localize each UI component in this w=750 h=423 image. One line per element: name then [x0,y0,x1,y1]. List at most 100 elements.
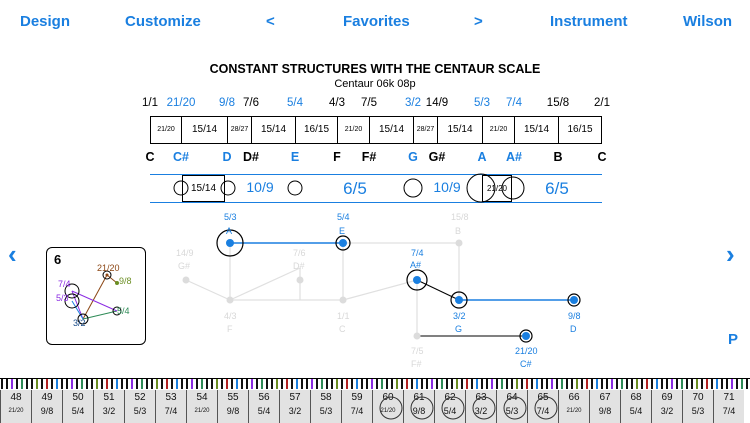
node-ratio-label: 4/3 [224,311,237,321]
key-number: 70 [692,392,704,403]
step-interval-box: 28/27 [227,116,251,144]
key-ratio: 9/8 [412,406,426,416]
note-label: C [597,150,607,164]
chevron-right-icon[interactable]: › [726,239,735,269]
key-ratio: 9/8 [598,406,612,416]
ratio-label: 5/3 [474,97,490,109]
graph-node-a [226,239,234,247]
step-interval-box: 15/14 [437,116,482,144]
note-label: F [333,150,341,164]
key-ratio: 3/2 [474,406,488,416]
step-interval-box: 21/20 [150,116,181,144]
favorites-button[interactable]: Favorites [343,13,410,30]
note-label: C# [173,150,189,164]
key-cell[interactable]: 60 21/20 [372,390,403,423]
prev-favorite-button[interactable]: < [266,13,275,30]
key-ratio: 3/2 [102,406,116,416]
key-number: 55 [227,392,239,403]
node-ratio-label: 14/9 [176,248,194,258]
note-label: D [222,150,232,164]
key-number: 60 [382,392,394,403]
interval-label: 6/5 [343,179,367,198]
key-number: 71 [723,392,735,403]
key-number: 53 [165,392,177,403]
wilson-button[interactable]: Wilson [683,13,733,30]
key-ratio: 7/4 [722,406,736,416]
chord-label: 3/2 [73,318,86,328]
graph-node-a-sharp [413,276,421,284]
step-interval-box: 15/14 [181,116,227,144]
instrument-button[interactable]: Instrument [550,13,628,30]
scale-subtitle: Centaur 06k 08p [334,78,416,90]
key-ratio: 21/20 [566,408,582,414]
key-ratio: 3/2 [288,406,302,416]
ratio-label: 5/4 [287,97,303,109]
next-favorite-button[interactable]: > [474,13,483,30]
interval-label: 10/9 [433,179,461,195]
step-interval-box: 16/15 [295,116,337,144]
node-ratio-label: 7/4 [411,248,424,258]
node-note-label: B [455,226,462,236]
mini-piano-keys [1,379,748,389]
graph-node-d [570,296,578,304]
node-ratio-label: 5/4 [337,212,350,222]
step-interval-box: 16/15 [558,116,602,144]
chord-label: 5/4 [117,306,130,316]
node-note-label: F [227,324,233,334]
note-label: B [553,150,563,164]
node-note-label: A [226,226,233,236]
key-number: 63 [475,392,487,403]
interval-line-top [150,174,602,175]
key-cell[interactable]: 66 21/20 [558,390,589,423]
ratio-label: 1/1 [142,97,158,109]
step-interval-box: 15/14 [514,116,558,144]
chord-preview-card[interactable]: 6 21/20 7/4 9/8 5/3 5/4 3/2 [46,247,146,345]
chevron-left-icon[interactable]: ‹ [8,239,17,269]
key-number: 62 [444,392,456,403]
key-ratio: 21/20 [380,408,396,414]
key-ratio: 5/3 [133,406,147,416]
ratio-label: 14/9 [425,97,449,109]
design-button[interactable]: Design [20,13,71,30]
node-note-label: A# [410,260,422,270]
interval-label: 6/5 [545,179,569,198]
ratio-label: 2/1 [594,97,610,109]
note-label: G# [428,150,446,164]
customize-button[interactable]: Customize [125,13,201,30]
node-note-label: G# [178,261,191,271]
key-number: 66 [568,392,580,403]
node-note-label: G [455,324,463,334]
graph-node-f-sharp [413,332,421,340]
ratio-label: 21/20 [166,97,196,109]
key-ratio: 3/2 [660,406,674,416]
interval-label: 10/9 [246,179,274,195]
key-ratio: 9/8 [226,406,240,416]
p-button[interactable]: P [728,331,739,348]
graph-node-e [339,239,347,247]
node-note-label: C# [520,359,532,369]
graph-node-g-sharp [182,276,190,284]
